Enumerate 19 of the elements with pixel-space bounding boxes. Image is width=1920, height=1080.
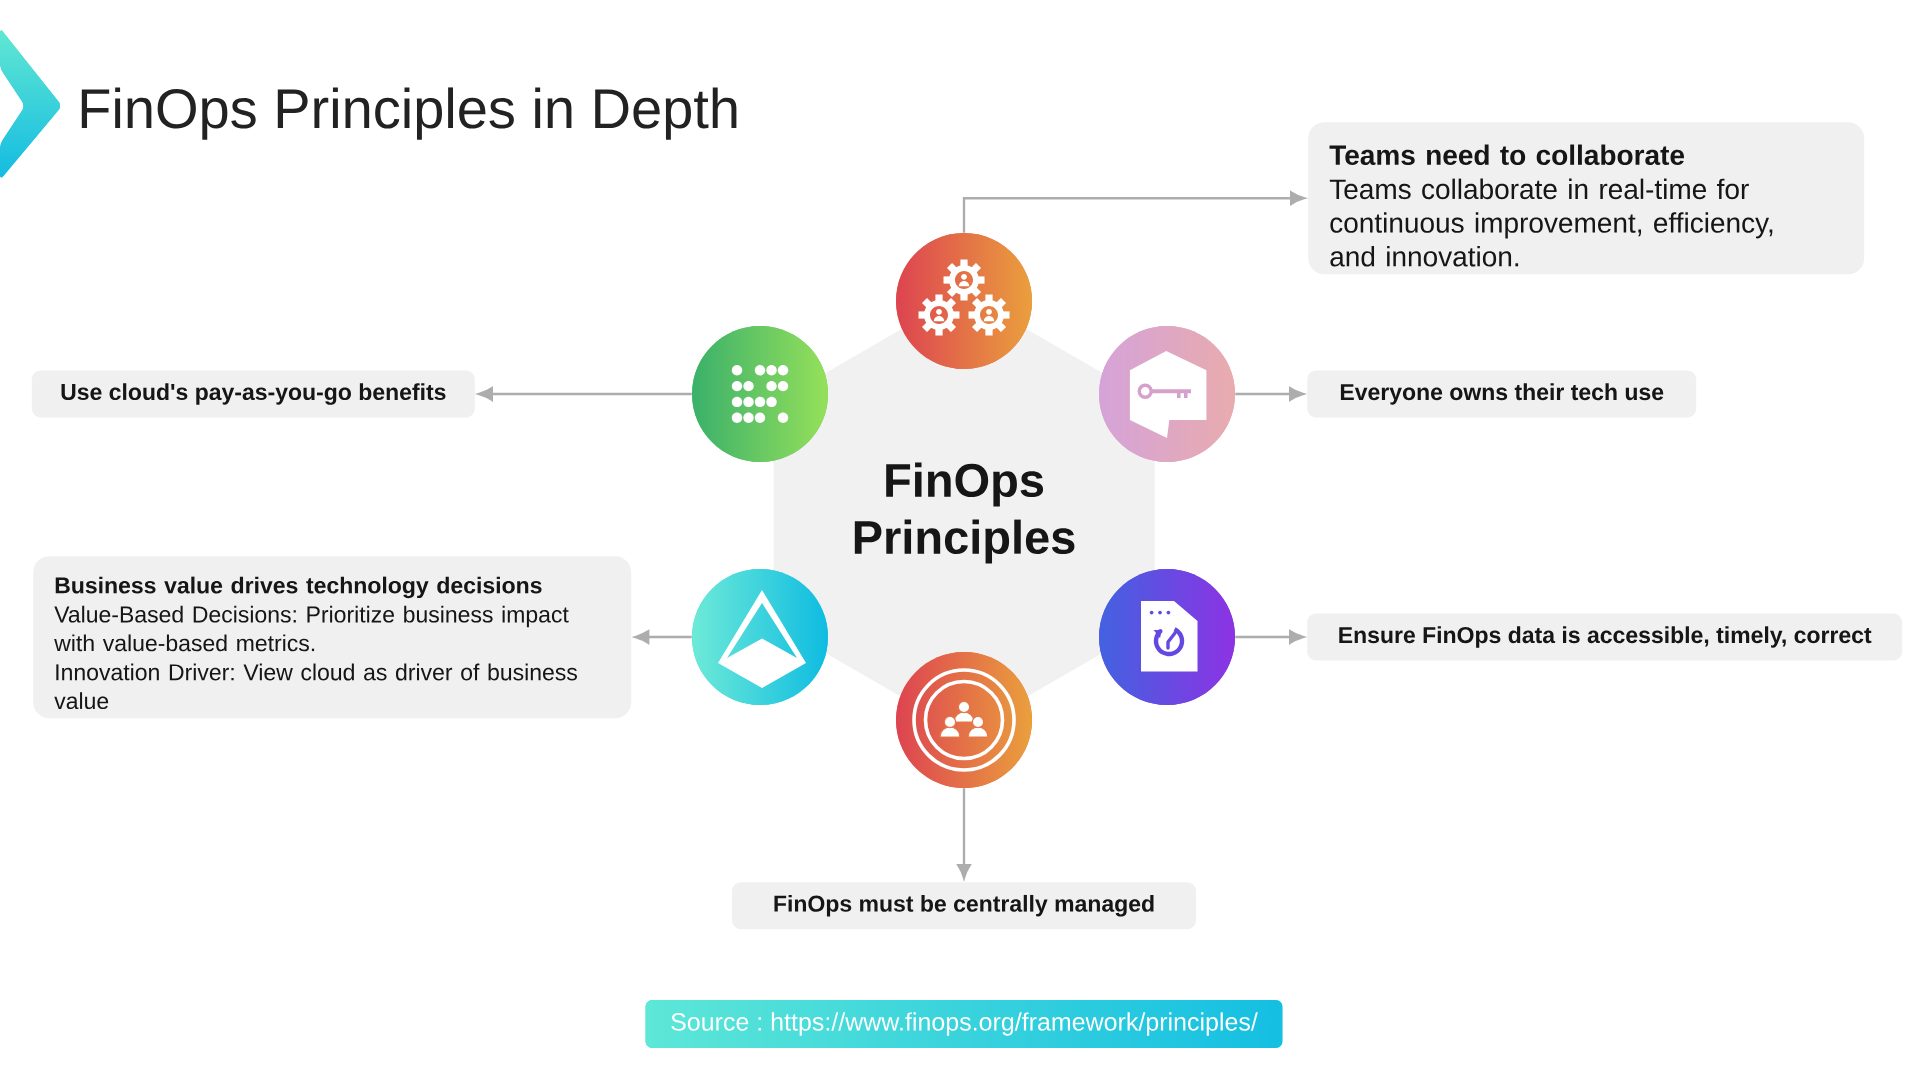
arrow: [1235, 630, 1304, 644]
principle-box: Ensure FinOps data is accessible, timely, correct: [1307, 613, 1903, 661]
info-box: [1308, 122, 1865, 275]
arrow: [1235, 387, 1304, 401]
arrow: [634, 630, 692, 644]
arrow: [962, 191, 1305, 233]
arrow: [478, 387, 692, 401]
heading: Teams need to collaborate: [1329, 144, 1685, 166]
description: Teams collaborate in real-time for continuous improvement, efficiency, and innovation.: [1329, 178, 1773, 267]
source-banner: Source : https://www.finops.org/framework/principles/: [645, 1000, 1283, 1048]
info-box: [33, 556, 632, 719]
arrow: [957, 788, 971, 879]
description: Value-Based Decisions: Prioritize business impact with value-based metrics.: [54, 605, 569, 652]
description: Innovation Driver: View cloud as driver of business value: [54, 663, 577, 710]
principle-box: Everyone owns their tech use: [1307, 370, 1697, 418]
heading: Business value drives technology decisions: [55, 576, 542, 599]
principle-box: Use cloud's pay-as-you-go benefits: [31, 370, 475, 418]
title: FinOps Principles in Depth: [81, 87, 737, 140]
principle-box: FinOps must be centrally managed: [732, 882, 1196, 930]
